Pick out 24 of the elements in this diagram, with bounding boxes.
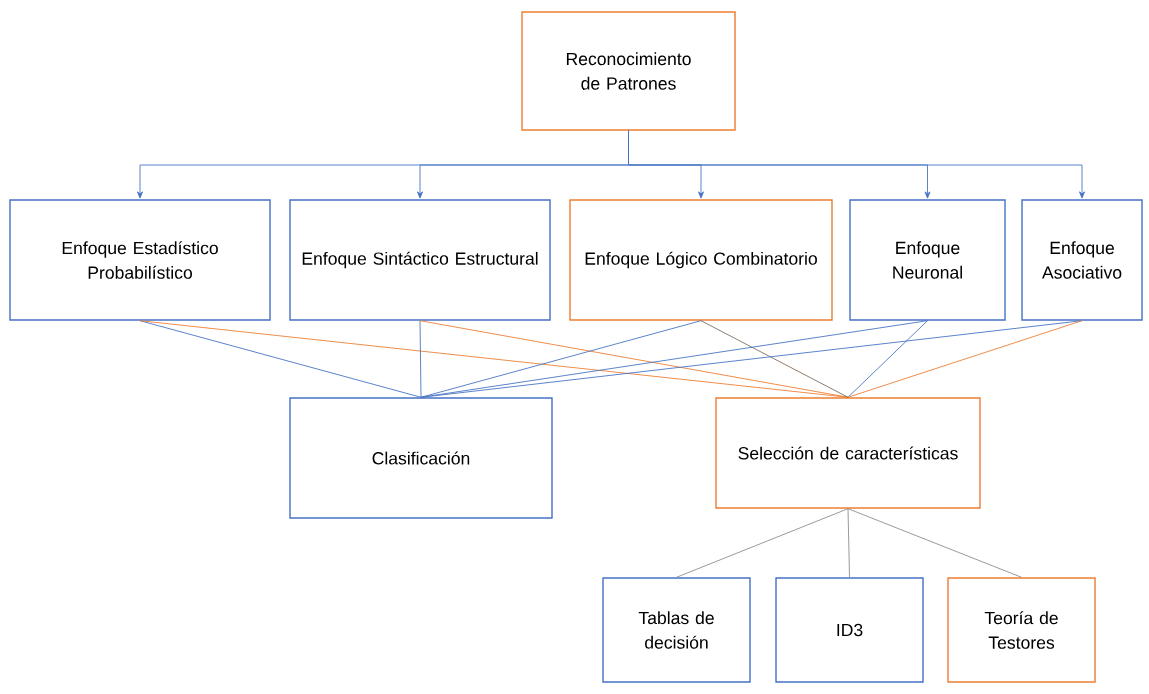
connector-line xyxy=(139,320,849,398)
method-box: ID3 xyxy=(775,577,924,683)
category-box: Enfoque Lógico Combinatorio xyxy=(569,199,833,321)
task-box: Clasificación xyxy=(289,397,553,519)
connector-line xyxy=(420,320,702,398)
category-box: Enfoque Neuronal xyxy=(849,199,1006,321)
connector-arrow xyxy=(628,130,1085,199)
connector-line xyxy=(847,508,1022,578)
task-box: Selección de características xyxy=(715,397,981,509)
connector-line xyxy=(847,320,928,398)
connector-line xyxy=(676,508,849,578)
method-box: Tablas de decisión xyxy=(602,577,751,683)
category-box: Enfoque Sintáctico Estructural xyxy=(289,199,551,321)
method-box: Teoría de Testores xyxy=(947,577,1096,683)
connector-line xyxy=(847,508,850,578)
category-box: Enfoque Estadístico Probabilístico xyxy=(9,199,271,321)
root-box: Reconocimiento de Patrones xyxy=(521,11,736,131)
connector-line xyxy=(847,320,1083,398)
connector-line xyxy=(700,320,849,398)
connector-line xyxy=(419,320,422,398)
connector-line xyxy=(139,320,422,398)
connector-line xyxy=(419,320,849,398)
connector-line xyxy=(420,320,1083,398)
category-box: Enfoque Asociativo xyxy=(1021,199,1143,321)
